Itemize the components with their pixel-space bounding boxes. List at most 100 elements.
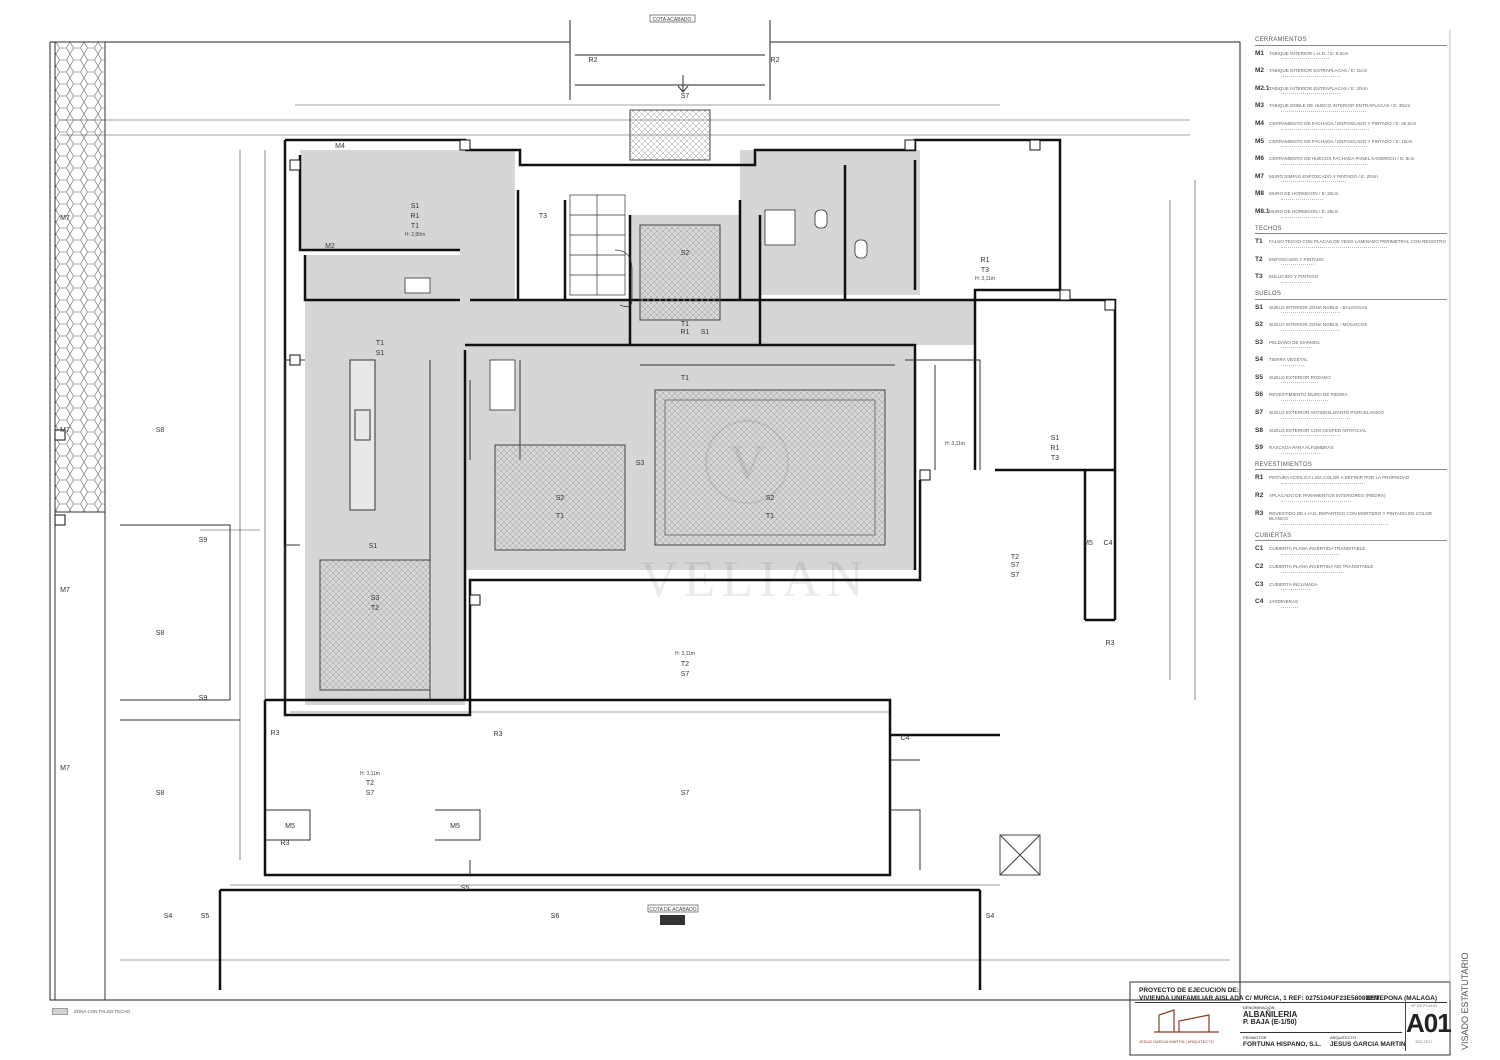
legend-code: T2 [1255, 255, 1263, 263]
room-label: S3 [636, 460, 645, 467]
room-label: M7 [60, 215, 70, 222]
room-label: T3 [1051, 455, 1059, 462]
legend-section-title: CUBIERTAS [1255, 533, 1447, 542]
room-label: S5 [461, 885, 470, 892]
sheet-number: A01 [1406, 1008, 1452, 1038]
room-label: T1 [681, 375, 689, 382]
level-tag-top: COTA ACABADO [649, 14, 696, 23]
false-ceiling-key-label: ZONA CON FALSO TECHO [74, 1009, 131, 1014]
false-ceiling-key: ZONA CON FALSO TECHO [52, 1008, 130, 1015]
legend-code: M7 [1255, 172, 1265, 180]
room-label: S7 [366, 790, 375, 797]
legend-code: M4 [1255, 119, 1265, 127]
room-label: M7 [60, 587, 70, 594]
legend-description: APLACADO DE PARAMENTOS INTERIORES (PIEDR… [1269, 493, 1386, 499]
room-label: T1 [411, 223, 419, 230]
drawing-scale: P. BAJA (E-1/50) [1243, 1019, 1297, 1026]
legend-description: PINTURA ACRILICA LISA COLOR A DEFINIR PO… [1269, 475, 1410, 481]
room-label: S1 [701, 329, 710, 336]
room-label: C4 [1104, 540, 1113, 547]
legend-description: FALSO TECHO CON PLACAS DE YESO LAMINADO … [1269, 239, 1447, 245]
room-label: R2 [771, 57, 780, 64]
legend-code: S2 [1255, 321, 1263, 329]
visa-stamp: VISADO ESTATUTARIO [1460, 952, 1470, 1050]
room-label: H: 3,11m [675, 651, 695, 657]
room-label: S6 [551, 913, 560, 920]
legend-description: SUELO EXTERIOR RODADO [1269, 374, 1331, 380]
legend-description: CUBIERTA PLANA INVERTIDA NO TRANSITABLE [1269, 564, 1374, 569]
room-label: R1 [681, 329, 690, 336]
room-label: S1 [1051, 435, 1060, 442]
legend-description: TABIQUE INTERIOR L.H.D. / E: 9,5cm [1269, 50, 1349, 56]
legend-description: ENFOSCADO Y PINTADO [1269, 256, 1324, 262]
room-label: T2 [366, 780, 374, 787]
room-label: S1 [376, 350, 385, 357]
legend-code: S1 [1255, 303, 1263, 311]
room-label: S8 [156, 427, 165, 434]
watermark-logo: V [705, 420, 789, 504]
room-label: H: 3,11m [975, 276, 995, 282]
sheet-number-box: Nº DE PLANO A01 DIC-2017 [1405, 1003, 1452, 1051]
room-label: T2 [681, 661, 689, 668]
legend-code: M5 [1255, 137, 1265, 145]
room-label: M5 [1083, 540, 1093, 547]
room-label: S7 [1011, 562, 1020, 569]
room-label: S9 [199, 695, 208, 702]
legend-item: T2 ENFOSCADO Y PINTADO [1255, 255, 1447, 269]
legend-description: TABIQUE INTERIOR ENTRAPLACAS / E: 11cm [1269, 68, 1368, 74]
room-label: S9 [199, 537, 208, 544]
legend-description: MURO DE HORMIGON / E: 30cm [1269, 191, 1339, 197]
denomination: ALBAÑILERIA [1243, 1010, 1298, 1019]
legend-code: S7 [1255, 409, 1263, 417]
legend-code: S6 [1255, 391, 1263, 399]
room-label: R1 [981, 257, 990, 264]
legend-item: S5 SUELO EXTERIOR RODADO [1255, 373, 1447, 387]
legend-description: TABIQUE INTERIOR ENTRAPLACAS / E: 20cm [1269, 85, 1368, 91]
legend-description: SUELO INTERIOR ZONA NOBLE - BALDOSAS [1269, 304, 1368, 310]
architect-label: ARQUITECTO [1330, 1035, 1357, 1040]
hexagon-paving-strip [54, 41, 106, 513]
room-label: H: 2,80m [405, 232, 425, 238]
room-label: T1 [556, 513, 564, 520]
room-label: S1 [411, 203, 420, 210]
room-label: M2 [325, 243, 335, 250]
room-label: T3 [539, 213, 547, 220]
room-label: R1 [1051, 445, 1060, 452]
legend-description: RASCADA PARA ALFOMBRAS [1269, 445, 1334, 451]
watermark: VELIAN [640, 551, 870, 608]
architect: JESUS GARCIA MARTIN [1330, 1041, 1406, 1048]
room-label: S8 [156, 630, 165, 637]
room-label: C4 [901, 735, 910, 742]
level-tag-text: COTA DE ACABADO [649, 907, 696, 913]
promoter: FORTUNA HISPANO, S.L. [1243, 1041, 1321, 1048]
project-name: VIVIENDA UNIFAMILIAR AISLADA C/ MURCIA, … [1139, 995, 1380, 1002]
sheet-date: DIC-2017 [1415, 1039, 1433, 1044]
room-label: M7 [60, 427, 70, 434]
site-boundary [49, 20, 1241, 1001]
legend-description: CUBIERTA INCLINADA [1269, 581, 1318, 587]
room-label: M5 [450, 823, 460, 830]
legend-code: M8 [1255, 190, 1265, 198]
room-label: S8 [156, 790, 165, 797]
legend-code: M3 [1255, 102, 1265, 110]
legend-code: M8.1 [1255, 207, 1270, 215]
level-tag-bottom: COTA DE ACABADO [647, 904, 699, 925]
room-label: S1 [369, 543, 378, 550]
level-tag-text: COTA ACABADO [653, 17, 692, 23]
room-label: T2 [1011, 554, 1019, 561]
room-label: R3 [271, 730, 280, 737]
legend-code: S5 [1255, 373, 1263, 381]
room-label: S7 [681, 671, 690, 678]
promoter-label: PROMOTOR [1243, 1035, 1267, 1040]
